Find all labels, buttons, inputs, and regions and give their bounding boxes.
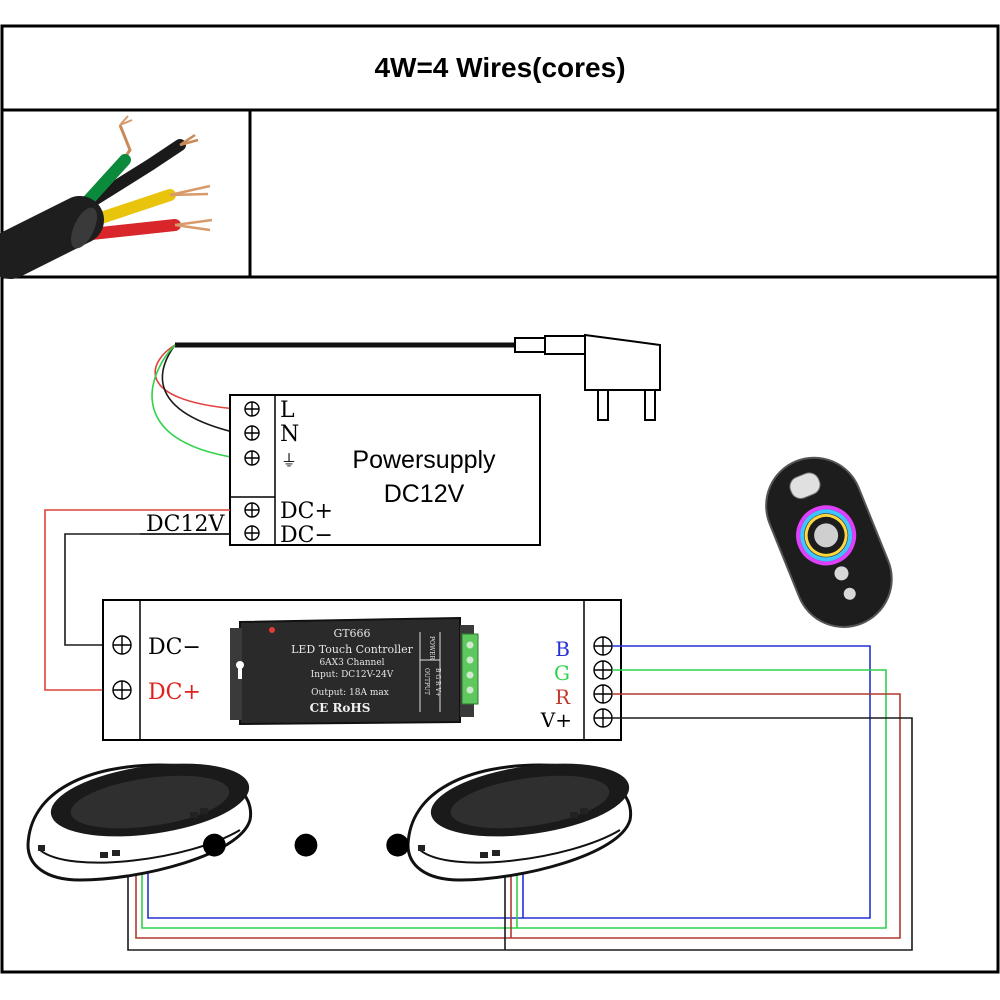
module-marks: CE RoHS [310,701,371,715]
module-line1: LED Touch Controller [291,643,414,656]
cable-icon [0,115,213,279]
pool-light-icon [26,763,253,882]
controller: DC− DC+ B G R V+ GT666 LED Touch Control… [102,599,622,741]
ps-label: Powersupply [352,446,496,474]
module-line3: Input: DC12V-24V [311,670,394,680]
ps-terminal-dcminus: DC− [280,523,333,548]
ctrl-terminal-vplus: V+ [540,708,572,732]
ps-terminal-l: L [280,398,295,423]
module-side-power: POWER [428,636,435,661]
output-wires [127,645,913,951]
module-line2: 6AX3 Channel [319,658,384,668]
table-frame [0,24,1000,974]
remote-control-icon [765,456,893,628]
pool-light-icon [406,763,633,882]
module-side-pins: B G R V+ [434,668,441,697]
dc-wires [44,509,230,691]
page-title: 4W=4 Wires(cores) [374,52,626,83]
ps-terminal-screws [244,401,260,541]
power-supply: L N ⏚ DC+ DC− Powersupply DC12V [229,394,541,548]
ctrl-terminal-b: B [555,637,570,661]
ps-terminal-n: N [280,422,299,447]
plug-icon [514,333,661,421]
lights-ellipsis: ● ● ● [201,826,439,861]
controller-module: GT666 LED Touch Controller 6AX3 Channel … [230,616,479,726]
module-output: Output: 18A max [311,688,389,698]
module-side-output: OUTPUT [423,668,430,695]
mains-cable [151,342,520,459]
module-model: GT666 [333,627,370,640]
ps-voltage: DC12V [384,480,465,508]
ground-icon: ⏚ [281,451,297,470]
ctrl-terminal-dcplus: DC+ [148,680,201,705]
dc12v-label: DC12V [146,512,225,537]
ctrl-terminal-dcminus: DC− [148,635,201,660]
ctrl-terminal-r: R [555,685,571,709]
ctrl-terminal-g: G [554,661,570,685]
ps-terminal-dcplus: DC+ [280,499,333,524]
